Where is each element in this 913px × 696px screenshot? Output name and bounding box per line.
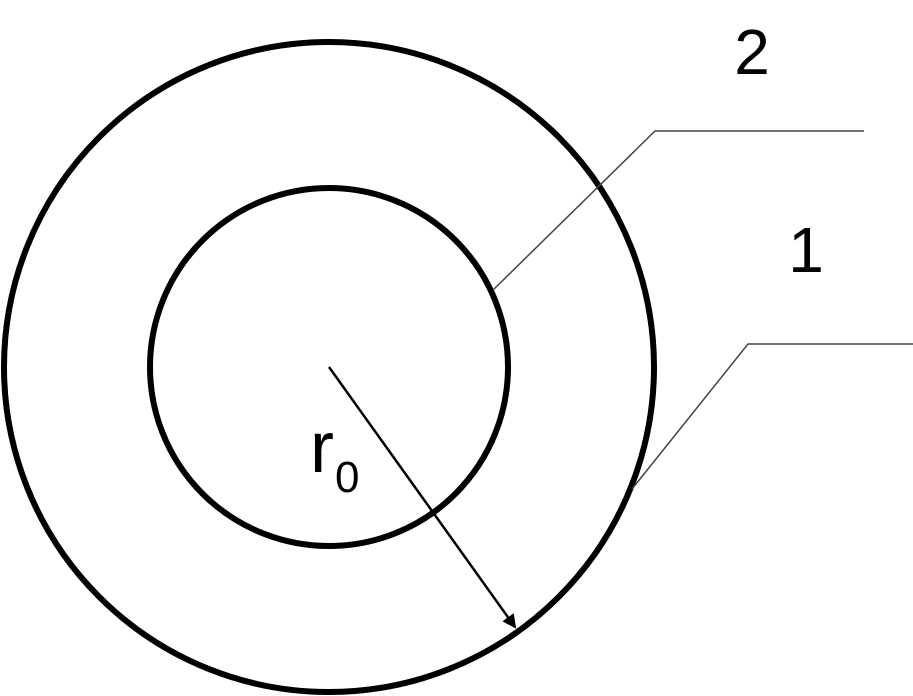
leader-line-inner-label (631, 343, 913, 490)
radius-arrow (327, 366, 517, 629)
outer-layer-label: 2 (734, 16, 770, 88)
radius-label: r (310, 408, 334, 488)
radius-subscript: 0 (335, 453, 359, 502)
leader-line-outer-label (492, 130, 864, 291)
inner-layer-label: 1 (788, 214, 824, 286)
inner-circle (147, 185, 511, 549)
outer-circle (1, 39, 657, 695)
